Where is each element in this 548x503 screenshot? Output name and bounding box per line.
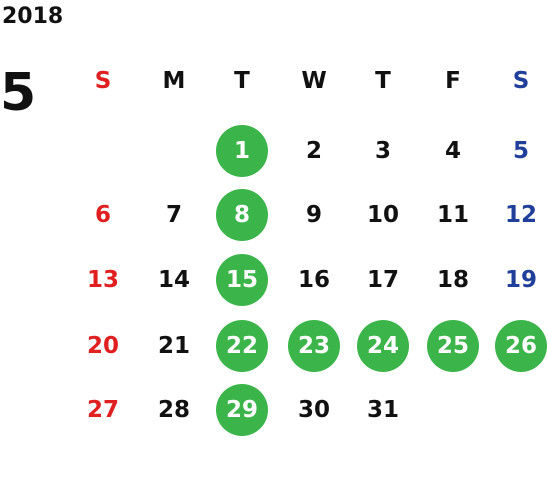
calendar-day[interactable]: 18 xyxy=(436,267,469,293)
calendar-day[interactable]: 14 xyxy=(157,267,190,293)
highlighted-day[interactable]: 25 xyxy=(427,320,479,372)
weekday-header-sat: S xyxy=(512,68,530,94)
calendar-day[interactable]: 12 xyxy=(504,202,537,228)
calendar-day[interactable]: 28 xyxy=(157,397,190,423)
month-number: 5 xyxy=(0,63,37,123)
highlighted-day[interactable]: 15 xyxy=(216,254,268,306)
weekday-header-tue: T xyxy=(234,68,250,94)
calendar-day[interactable]: 6 xyxy=(94,202,111,228)
highlighted-day[interactable]: 1 xyxy=(216,125,268,177)
highlighted-day[interactable]: 26 xyxy=(495,320,547,372)
weekday-header-thu: T xyxy=(375,68,391,94)
calendar-day[interactable]: 5 xyxy=(512,138,529,164)
weekday-header-wed: W xyxy=(301,68,327,94)
calendar-day[interactable]: 9 xyxy=(305,202,322,228)
calendar-day[interactable]: 20 xyxy=(86,333,119,359)
weekday-header-sun: S xyxy=(94,68,112,94)
highlighted-day[interactable]: 24 xyxy=(357,320,409,372)
highlighted-day[interactable]: 29 xyxy=(216,384,268,436)
calendar-day[interactable]: 10 xyxy=(366,202,399,228)
highlighted-day[interactable]: 23 xyxy=(288,320,340,372)
calendar-day[interactable]: 19 xyxy=(504,267,537,293)
year-label: 2018 xyxy=(2,4,64,29)
calendar-day[interactable]: 3 xyxy=(374,138,391,164)
weekday-header-mon: M xyxy=(162,68,186,94)
calendar-day[interactable]: 7 xyxy=(165,202,182,228)
calendar-day[interactable]: 31 xyxy=(366,397,399,423)
calendar-day[interactable]: 21 xyxy=(157,333,190,359)
highlighted-day[interactable]: 22 xyxy=(216,320,268,372)
calendar-day[interactable]: 2 xyxy=(305,138,322,164)
highlighted-day[interactable]: 8 xyxy=(216,189,268,241)
calendar-day[interactable]: 13 xyxy=(86,267,119,293)
weekday-header-fri: F xyxy=(445,68,461,94)
calendar-day[interactable]: 4 xyxy=(444,138,461,164)
calendar-day[interactable]: 27 xyxy=(86,397,119,423)
calendar-day[interactable]: 30 xyxy=(297,397,330,423)
calendar-day[interactable]: 17 xyxy=(366,267,399,293)
calendar-day[interactable]: 11 xyxy=(436,202,469,228)
calendar-day[interactable]: 16 xyxy=(297,267,330,293)
